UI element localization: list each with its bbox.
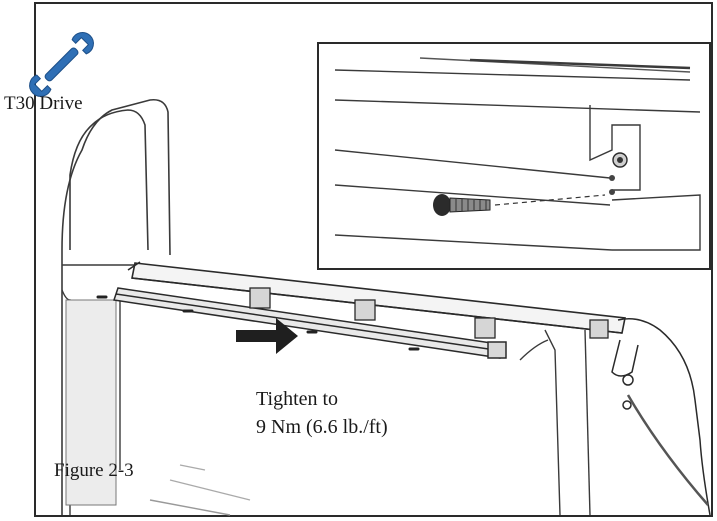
diagram-frame (34, 2, 713, 517)
torx-screw (433, 194, 491, 216)
bolts (96, 295, 420, 351)
detail-inset (317, 42, 711, 270)
rail-brackets (249, 287, 609, 339)
tailgate-latch (611, 318, 711, 516)
torque-instruction-line1: Tighten to (256, 388, 339, 410)
figure-label: Figure 2-3 (54, 460, 134, 481)
tailgate-cable (626, 394, 709, 506)
screw-guide-line (494, 194, 606, 206)
torque-instruction: Tighten to 9 Nm (6.6 lb./ft) (256, 385, 388, 441)
bed-wall-shade (65, 299, 117, 506)
direction-arrow (236, 318, 298, 354)
bed-rail (127, 261, 626, 334)
torque-instruction-line2: 9 Nm (6.6 lb./ft) (256, 416, 388, 438)
wrench-icon (29, 32, 94, 97)
truck-cab (61, 98, 171, 515)
tool-label: T30 Drive (4, 93, 83, 114)
rail-track (113, 287, 507, 359)
